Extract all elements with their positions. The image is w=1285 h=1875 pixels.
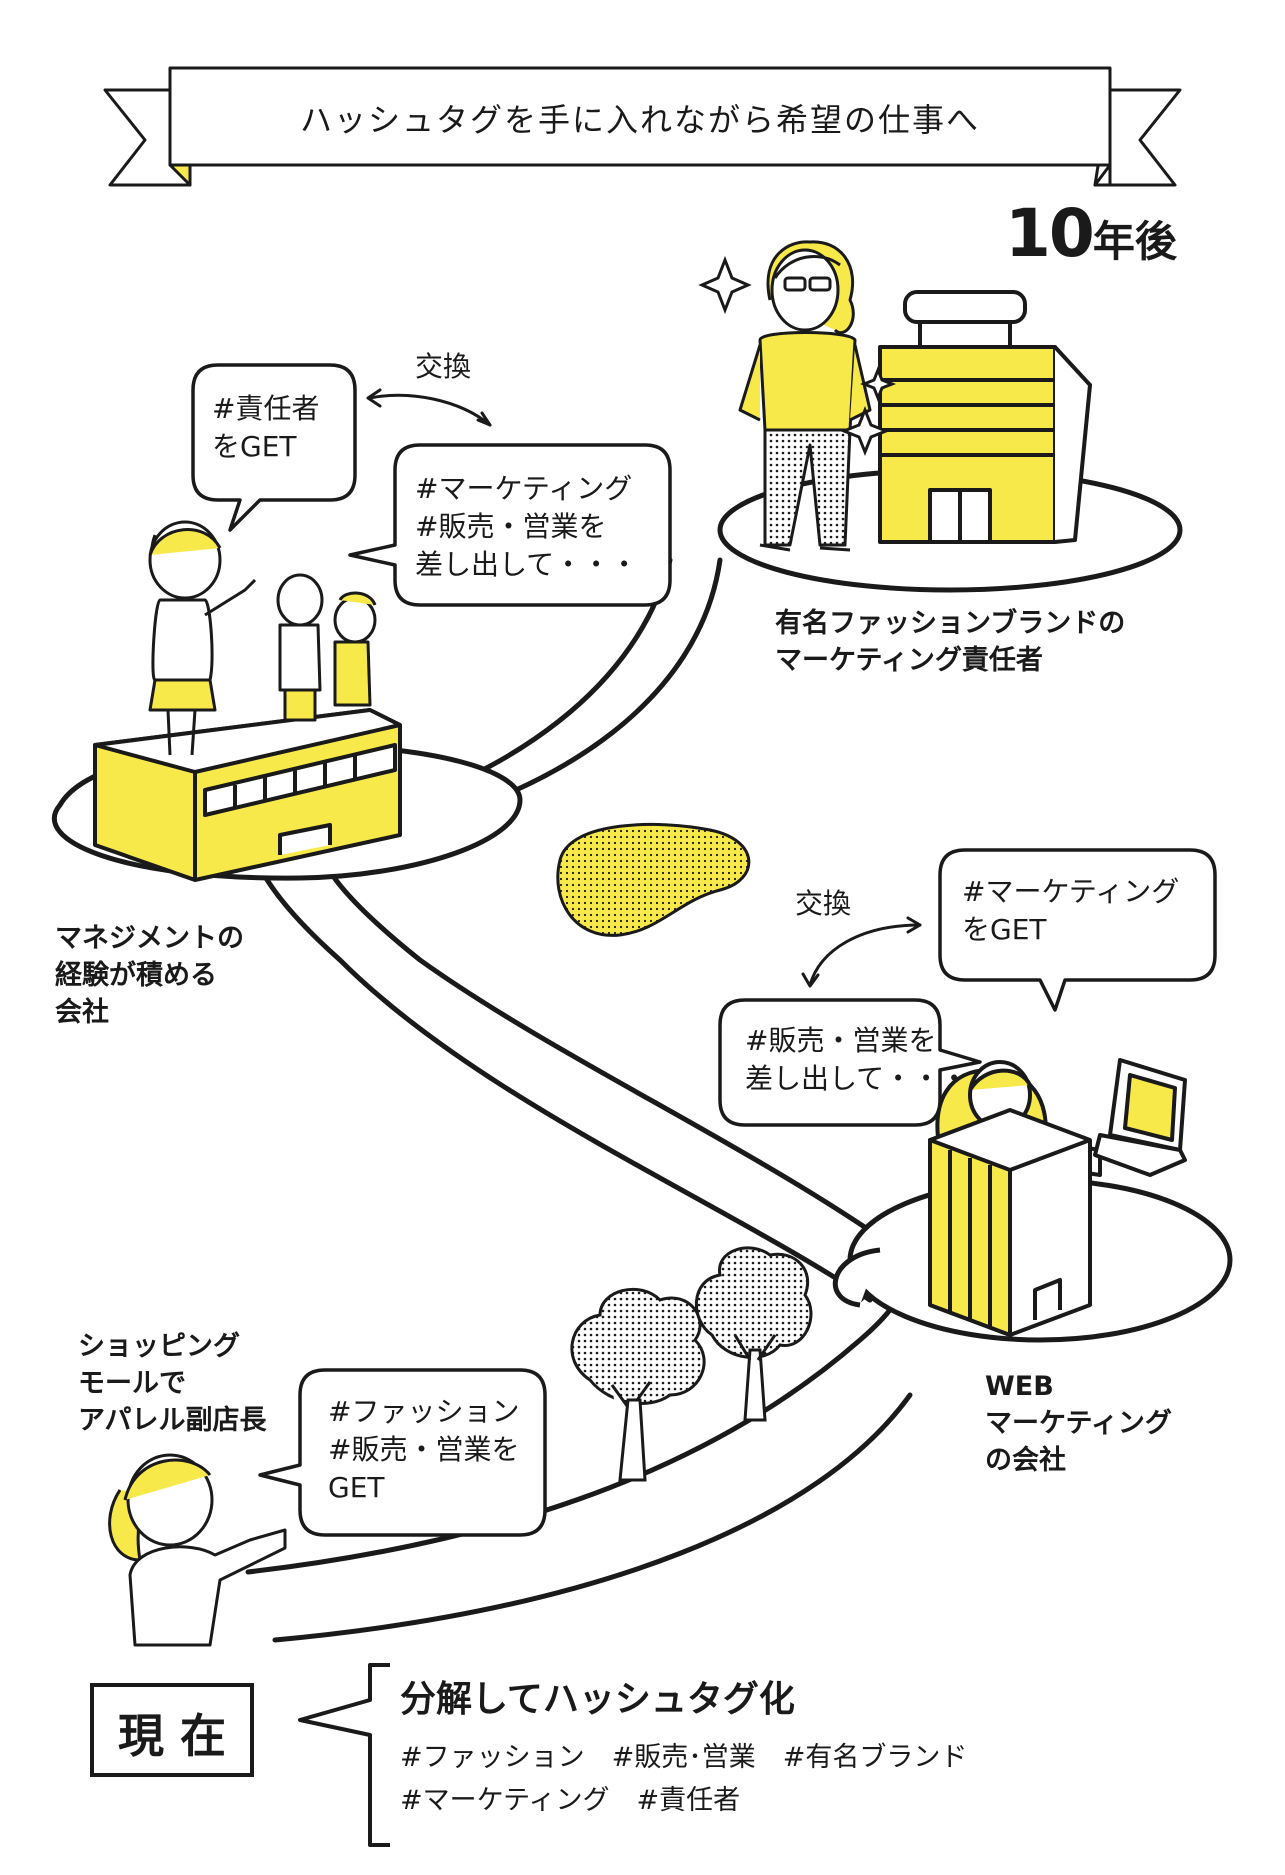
- future-label: 10年後: [1005, 195, 1177, 272]
- bubble-give-marketing-text: #マーケティング #販売・営業を 差し出して・・・: [415, 470, 638, 584]
- exchange-arrows: [366, 388, 922, 988]
- shopping-mall-label: ショッピング モールで アパレル副店長: [78, 1328, 266, 1439]
- now-label: 現 在: [117, 1709, 226, 1763]
- now-box: [90, 1683, 254, 1777]
- label-line: WEB: [985, 1371, 1054, 1402]
- bubble-line: #責任者: [212, 392, 320, 425]
- fashion-brand-label: 有名ファッションブランドの マーケティング責任者: [775, 605, 1125, 679]
- bubble-get-manager: [191, 363, 357, 532]
- future-woman: [738, 240, 872, 552]
- summary-tags-line2: #マーケティング #責任者: [400, 1785, 741, 1816]
- label-line: ショッピング: [78, 1331, 240, 1362]
- label-line: マーケティング: [985, 1408, 1172, 1439]
- label-line: マネジメントの: [55, 923, 244, 954]
- sparkle-icons: [698, 255, 897, 457]
- bubble-get-manager-text: #責任者 をGET: [212, 390, 319, 466]
- management-label: マネジメントの 経験が積める 会社: [55, 920, 244, 1031]
- trees: [570, 1246, 813, 1482]
- pond-blob: [556, 822, 751, 937]
- bubble-get-marketing: [938, 848, 1217, 1012]
- summary-title: 分解してハッシュタグ化: [400, 1679, 795, 1720]
- bubble-line: #販売・営業を: [328, 1433, 520, 1466]
- bubble-line: 差し出して・・・: [415, 548, 639, 581]
- bubble-give-sales-text: #販売・営業を 差し出して・・・: [745, 1022, 968, 1098]
- bubble-line: #マーケティング: [962, 875, 1180, 908]
- summary-tags-line1: #ファッション #販売･営業 #有名ブランド: [400, 1742, 968, 1773]
- web-marketing-label: WEB マーケティング の会社: [985, 1368, 1172, 1479]
- current-woman: [108, 1453, 287, 1647]
- manager-and-team: [148, 520, 377, 756]
- label-line: マーケティング責任者: [775, 645, 1043, 676]
- bubble-get-marketing-text: #マーケティング をGET: [962, 873, 1179, 949]
- bubble-line: #マーケティング: [415, 472, 633, 505]
- bubble-line: #販売・営業を: [745, 1024, 937, 1057]
- label-line: アパレル副店長: [78, 1405, 267, 1436]
- bubble-give-sales: [718, 998, 982, 1127]
- exchange-label-top: 交換: [415, 350, 472, 383]
- label-line: 経験が積める: [55, 960, 217, 991]
- summary-bracket: [298, 1663, 390, 1847]
- bubble-line: #販売・営業を: [415, 510, 607, 543]
- banner-title: ハッシュタグを手に入れながら希望の仕事へ: [299, 101, 980, 139]
- fashion-brand-building: [878, 290, 1092, 544]
- title-banner: [103, 66, 1182, 187]
- speech-bubbles: [191, 363, 1217, 1537]
- bubble-get-fashion-text: #ファッション #販売・営業を GET: [328, 1393, 519, 1507]
- future-number: 10: [1005, 195, 1095, 272]
- bubble-line: をGET: [212, 430, 297, 463]
- label-line: 会社: [55, 997, 109, 1028]
- bubble-give-marketing: [348, 443, 672, 607]
- label-line: の会社: [985, 1445, 1066, 1476]
- bubble-line: GET: [328, 1471, 385, 1504]
- exchange-label-mid: 交換: [795, 887, 852, 920]
- future-suffix: 年後: [1092, 217, 1177, 266]
- label-line: 有名ファッションブランドの: [775, 608, 1126, 639]
- bubble-line: 差し出して・・・: [745, 1062, 969, 1095]
- bubble-line: #ファッション: [328, 1395, 520, 1428]
- label-line: モールで: [78, 1368, 186, 1399]
- bubble-get-fashion: [258, 1368, 547, 1537]
- bubble-line: をGET: [962, 913, 1047, 946]
